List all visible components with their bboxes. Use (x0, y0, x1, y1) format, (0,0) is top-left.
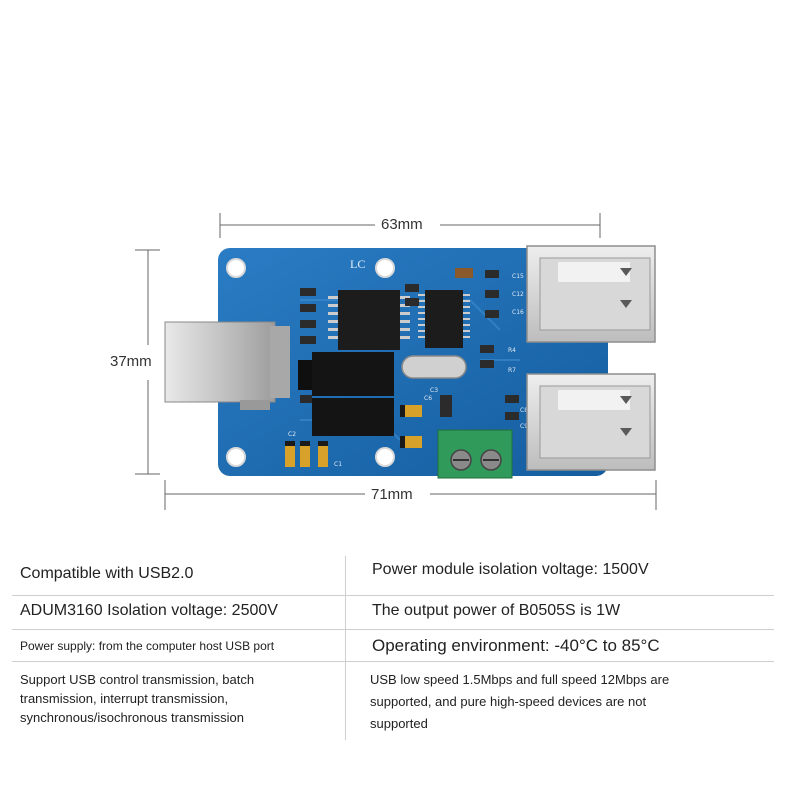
dimension-bottom (164, 480, 657, 510)
spec-row: Power supply: from the computer host USB… (12, 630, 774, 662)
dimension-width-label: 63mm (381, 216, 423, 233)
usb-b-connector (164, 321, 290, 410)
column-divider (345, 556, 346, 740)
smd-components (285, 268, 519, 467)
silkscreen-lc: LC (350, 257, 365, 271)
label-c1: C1 (334, 461, 342, 468)
label-c15: C15 (512, 273, 524, 280)
label-c8: C8 (520, 407, 528, 414)
mounting-holes (226, 258, 395, 467)
label-c9: C9 (520, 423, 528, 430)
dimension-left (135, 249, 160, 475)
adum3160-chip (328, 290, 410, 350)
label-c3: C3 (430, 387, 438, 394)
dimension-height-label: 37mm (110, 353, 152, 370)
usb-a-port-bottom (526, 373, 656, 471)
spec-left: Compatible with USB2.0 (20, 565, 194, 582)
spec-right-line-3: supported (370, 716, 428, 731)
crystal-oscillator (401, 355, 467, 379)
power-module-bottom (312, 398, 394, 436)
spec-left-line-2: transmission, interrupt transmission, (20, 691, 229, 706)
usb-a-port-top (526, 245, 656, 343)
spec-table: Compatible with USB2.0 Power module isol… (0, 550, 800, 800)
label-c12: C12 (512, 291, 524, 298)
spec-right: Operating environment: -40°C to 85°C (372, 636, 660, 655)
spec-right-line-2: supported, and pure high-speed devices a… (370, 694, 647, 709)
label-c6: C6 (424, 395, 432, 402)
product-illustration: LC (135, 213, 657, 510)
hub-chip (418, 290, 470, 348)
inductor (298, 360, 312, 390)
power-module-top (312, 352, 394, 396)
spec-left-line-1: Support USB control transmission, batch (20, 672, 255, 687)
spec-right: The output power of B0505S is 1W (372, 602, 621, 619)
dimension-top (219, 213, 601, 238)
spec-row: Compatible with USB2.0 Power module isol… (12, 550, 774, 596)
spec-left: ADUM3160 Isolation voltage: 2500V (20, 602, 278, 619)
label-r4: R4 (508, 347, 516, 354)
spec-row: Support USB control transmission, batch … (12, 662, 774, 742)
spec-right: Power module isolation voltage: 1500V (372, 561, 649, 578)
spec-left: Power supply: from the computer host USB… (20, 639, 275, 653)
spec-right-line-1: USB low speed 1.5Mbps and full speed 12M… (370, 672, 670, 687)
spec-left-line-3: synchronous/isochronous transmission (20, 710, 244, 725)
screw-terminal (437, 429, 513, 479)
spec-row: ADUM3160 Isolation voltage: 2500V The ou… (12, 596, 774, 630)
label-r7: R7 (508, 367, 516, 374)
label-c2: C2 (288, 431, 296, 438)
component-labels: C15 C12 C2 C1 C6 C8 C9 R4 R7 C3 C16 (288, 273, 528, 468)
dimension-total-width-label: 71mm (371, 486, 413, 503)
label-c16: C16 (512, 309, 524, 316)
